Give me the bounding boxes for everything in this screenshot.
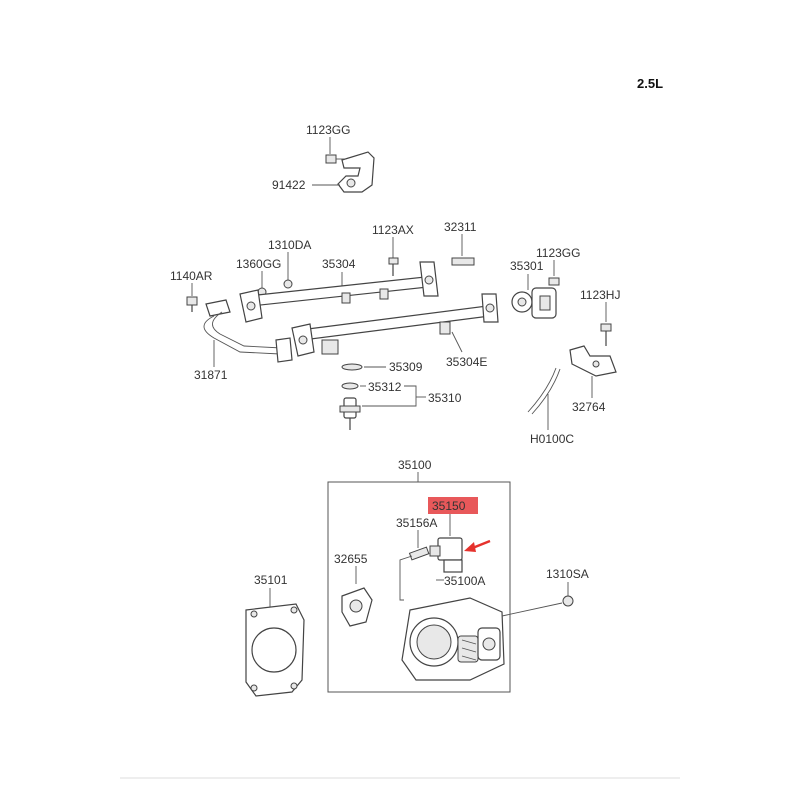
bolt-1140AR (186, 296, 198, 312)
pointer-arrow-icon (464, 539, 491, 552)
label-35101: 35101 (254, 573, 288, 587)
stud-32311 (451, 257, 475, 266)
bracket-91422 (337, 151, 375, 193)
label-35304E: 35304E (446, 355, 487, 369)
label-35156A: 35156A (396, 516, 437, 530)
hose-H0100C-outline (531, 368, 561, 415)
o-ring-35312 (341, 382, 359, 390)
nut-1310DA (283, 279, 293, 289)
label-1123HJ: 1123HJ (580, 288, 620, 302)
bolt-1123AX (388, 257, 399, 276)
label-91422: 91422 (272, 178, 306, 192)
gasket-35156A (408, 546, 430, 561)
engine-label: 2.5L (637, 76, 663, 91)
throttle-body-35100A (401, 597, 505, 681)
throttle-body-assembly-box (327, 481, 511, 693)
bolt-1123GG-top (325, 154, 346, 164)
label-35309: 35309 (389, 360, 423, 374)
label-35310: 35310 (428, 391, 462, 405)
label-1123GG-top: 1123GG (306, 123, 350, 137)
bolt-1123GG-right (548, 277, 560, 286)
label-H0100C: H0100C (530, 432, 574, 446)
fuel-pipe-31871 (203, 299, 293, 363)
gasket-35101 (245, 603, 305, 697)
label-35150: 35150 (432, 499, 466, 513)
bolt-1123HJ (600, 323, 612, 346)
label-1360GG: 1360GG (236, 257, 281, 271)
label-32311: 32311 (444, 220, 477, 234)
bracket-32764 (569, 345, 617, 377)
label-1310DA: 1310DA (268, 238, 311, 252)
label-35100A: 35100A (444, 574, 485, 588)
injector-35310 (339, 397, 361, 430)
highlight-35150 (428, 497, 478, 514)
leader-35310 (362, 385, 417, 407)
label-1123GG-right: 1123GG (536, 246, 580, 260)
label-32655: 32655 (334, 552, 368, 566)
label-35301: 35301 (510, 259, 544, 273)
nut-1310SA (562, 595, 574, 607)
label-1310SA: 1310SA (546, 567, 589, 581)
label-31871: 31871 (194, 368, 228, 382)
leader-35304E (451, 331, 463, 353)
o-ring-35309 (341, 363, 363, 371)
label-1123AX: 1123AX (372, 223, 414, 237)
label-35312: 35312 (368, 380, 402, 394)
sensor-32655 (341, 587, 373, 627)
pressure-regulator-35301 (511, 287, 557, 319)
fuel-rail-35304E (291, 293, 499, 357)
label-35304: 35304 (322, 257, 356, 271)
fuel-rail-35304 (239, 261, 439, 323)
label-35100: 35100 (398, 458, 432, 472)
idle-speed-actuator-35150 (429, 537, 463, 573)
hose-H0100C (527, 367, 557, 413)
bracket-line-35156A (399, 555, 413, 601)
label-1140AR: 1140AR (170, 269, 213, 283)
stud-1310SA (501, 602, 563, 617)
label-32764: 32764 (572, 400, 606, 414)
